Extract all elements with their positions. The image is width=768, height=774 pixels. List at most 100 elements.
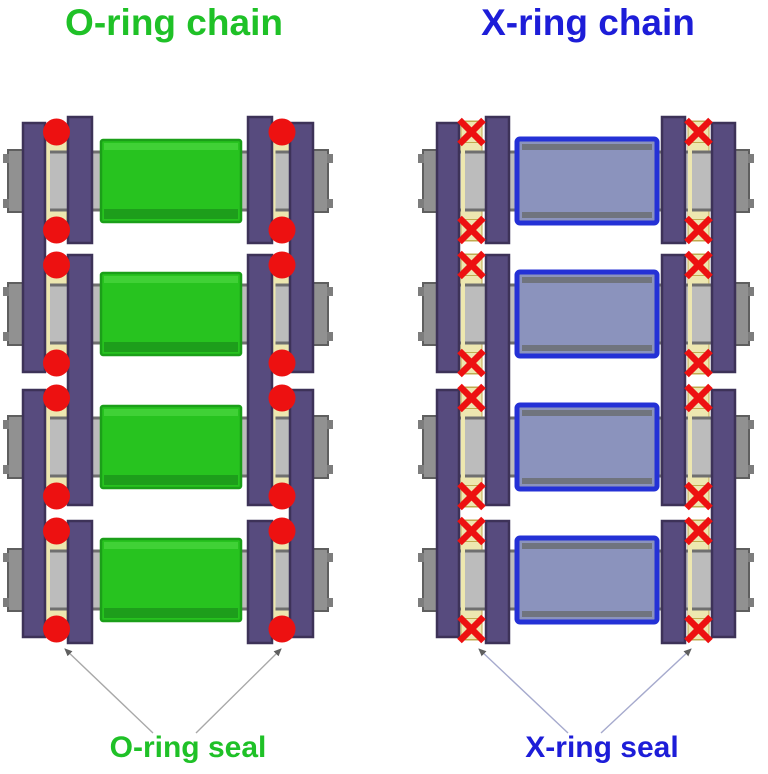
roller-highlight	[104, 409, 238, 416]
o-ring-seal	[268, 482, 296, 510]
pin-cap-tab	[3, 420, 9, 429]
roller-inner-band	[522, 212, 652, 218]
x-ring-seal	[684, 215, 713, 245]
pin-cap-tab	[748, 598, 754, 607]
o-ring-seal	[268, 615, 296, 643]
pin-cap-tab	[418, 287, 424, 296]
pin-cap-tab	[748, 553, 754, 562]
o-ring-seal	[268, 349, 296, 377]
pin-cap-tab	[748, 332, 754, 341]
roller-shadow	[104, 209, 238, 219]
outer-plate	[710, 121, 737, 374]
pin-cap	[422, 548, 438, 612]
x-ring-seal	[457, 348, 486, 378]
pin-cap	[422, 282, 438, 346]
x-ring-chain-illustration	[418, 115, 754, 645]
o-ring-seal	[43, 615, 70, 643]
roller	[514, 402, 660, 492]
pin-cap-tab	[3, 332, 9, 341]
roller-highlight	[104, 542, 238, 549]
inner-plate	[484, 519, 511, 645]
bushing-edge	[688, 397, 692, 497]
inner-plate	[66, 253, 94, 507]
o-ring-seal	[43, 482, 70, 510]
bushing-edge	[461, 131, 465, 231]
bushing-edge	[46, 264, 50, 364]
o-ring-seal	[43, 251, 70, 279]
roller-inner-band	[522, 144, 652, 150]
pin-cap-tab	[748, 287, 754, 296]
roller-highlight	[104, 276, 238, 283]
roller	[99, 271, 243, 357]
inner-plate	[246, 253, 274, 507]
o-ring-chain-title: O-ring chain	[65, 2, 283, 43]
bushing-edge	[271, 397, 276, 497]
bushing-edge	[461, 530, 465, 630]
inner-plate	[246, 519, 274, 645]
x-ring-seal	[457, 117, 486, 147]
pin-cap-tab	[327, 287, 333, 296]
pin-cap	[734, 149, 750, 213]
inner-plate	[484, 253, 511, 507]
pin-cap	[7, 548, 24, 612]
bushing-edge	[688, 264, 692, 364]
pin-cap-tab	[327, 420, 333, 429]
x-ring-seal	[457, 383, 486, 413]
o-ring-seal-label: O-ring seal	[109, 731, 267, 764]
roller	[514, 269, 660, 359]
outer-plate	[435, 121, 461, 374]
o-ring-seal	[268, 517, 296, 545]
x-ring-seal	[684, 481, 713, 511]
pin-cap-tab	[418, 332, 424, 341]
pin-cap	[312, 149, 329, 213]
bushing-edge	[688, 530, 692, 630]
pin-cap-tab	[3, 154, 9, 163]
pin-cap-tab	[327, 199, 333, 208]
roller	[99, 537, 243, 623]
o-ring-seal	[268, 216, 296, 244]
outer-plate	[435, 388, 461, 639]
roller	[99, 404, 243, 490]
seal-pointer-line	[600, 648, 692, 734]
pin-cap-tab	[748, 154, 754, 163]
inner-plate	[660, 253, 687, 507]
roller-highlight	[104, 143, 238, 150]
pin-cap-tab	[3, 465, 9, 474]
o-ring-seal	[43, 349, 70, 377]
o-ring-seal	[43, 118, 70, 146]
x-ring-seal	[457, 614, 486, 644]
pin-cap-tab	[418, 553, 424, 562]
pin-cap-tab	[418, 598, 424, 607]
pin-cap	[734, 282, 750, 346]
x-ring-seal	[684, 250, 713, 280]
bushing-edge	[46, 530, 50, 630]
roller	[514, 535, 660, 625]
inner-plate	[484, 115, 511, 245]
outer-plate	[21, 388, 47, 639]
pin-cap-tab	[748, 420, 754, 429]
pin-cap	[7, 415, 24, 479]
pin-cap-tab	[3, 199, 9, 208]
pin-cap-tab	[327, 465, 333, 474]
pin-cap	[7, 282, 24, 346]
pin-cap-tab	[418, 465, 424, 474]
outer-plate	[710, 388, 737, 639]
outer-plate	[288, 121, 315, 374]
o-ring-seal	[43, 216, 70, 244]
o-ring-seal	[268, 251, 296, 279]
roller-inner-band	[522, 478, 652, 484]
roller	[514, 136, 660, 226]
o-ring-seal	[268, 118, 296, 146]
inner-plate	[66, 115, 94, 245]
pin-cap-tab	[3, 287, 9, 296]
bushing-edge	[271, 131, 276, 231]
bushing-edge	[688, 131, 692, 231]
x-ring-seal	[457, 250, 486, 280]
seal-pointer-line	[64, 648, 154, 734]
pin-cap-tab	[418, 420, 424, 429]
x-ring-seal	[457, 481, 486, 511]
inner-plate	[660, 115, 687, 245]
o-ring-seal	[43, 517, 70, 545]
x-ring-seal	[684, 383, 713, 413]
